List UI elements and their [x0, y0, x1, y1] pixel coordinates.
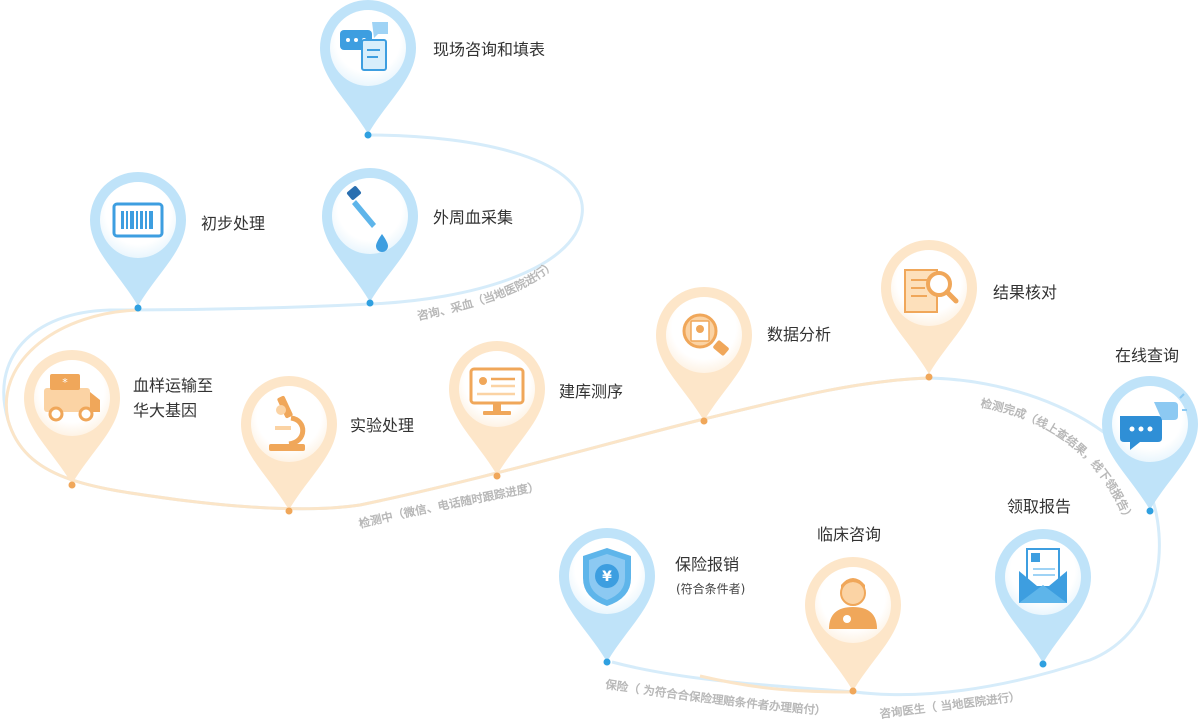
document-search-icon	[904, 269, 959, 313]
svg-text:*: *	[62, 376, 68, 389]
pin-clinical-consult	[805, 557, 901, 695]
pin-result-check	[881, 240, 977, 381]
label-transport-line1: 血样运输至	[133, 376, 214, 395]
microscope-icon	[269, 395, 306, 451]
doctor-icon	[829, 578, 877, 629]
dropper-icon	[347, 186, 388, 252]
label-transport-line2: 华大基因	[133, 401, 198, 420]
svg-text:¥: ¥	[602, 569, 612, 585]
label-library-seq: 建库测序	[559, 382, 624, 401]
path-note-in-testing: 检测中（微信、电话随时跟踪进度）	[357, 479, 540, 531]
yuan-shield-icon: ¥	[583, 548, 631, 606]
path-segment-blue-lower	[611, 376, 1161, 697]
path-note-insurance: 保险（ 为符合合保险理赔条件者办理赔付）	[603, 677, 826, 718]
pin-lab-process	[241, 376, 337, 515]
chat-bubble-icon	[1120, 393, 1187, 450]
monitor-icon	[469, 367, 525, 415]
chat-form-icon	[340, 22, 388, 71]
label-blood-collect: 外周血采集	[433, 208, 514, 227]
report-magnifier-icon	[682, 313, 729, 356]
pin-consult-form	[320, 0, 416, 139]
label-consult-form: 现场咨询和填表	[433, 40, 546, 59]
label-insurance: 保险报销	[675, 555, 740, 574]
pin-transport: *	[24, 350, 120, 489]
pin-online-query	[1102, 376, 1198, 515]
label-insurance-note: (符合条件者)	[676, 582, 746, 596]
pin-preprocess	[90, 172, 186, 312]
pin-data-analysis	[656, 287, 752, 425]
path-note-consult-collect: 咨询、采血（当地医院进行）	[416, 257, 558, 322]
flow-path	[2, 133, 1161, 697]
label-clinical-consult: 临床咨询	[817, 525, 882, 544]
label-lab-process: 实验处理	[350, 416, 415, 435]
barcode-icon	[112, 202, 164, 238]
pin-blood-collect	[322, 168, 418, 307]
ambulance-icon: *	[44, 374, 100, 422]
pin-library-seq	[449, 341, 545, 480]
path-segment-orange	[4, 308, 931, 511]
label-get-report: 领取报告	[1007, 497, 1072, 516]
report-envelope-icon	[1019, 548, 1067, 603]
path-segment-orange-lower	[699, 674, 856, 694]
label-online-query: 在线查询	[1115, 346, 1180, 365]
label-data-analysis: 数据分析	[767, 325, 832, 344]
label-preprocess: 初步处理	[201, 214, 266, 233]
pin-insurance: ¥	[559, 528, 655, 666]
label-result-check: 结果核对	[993, 283, 1058, 302]
pin-get-report	[995, 529, 1091, 668]
